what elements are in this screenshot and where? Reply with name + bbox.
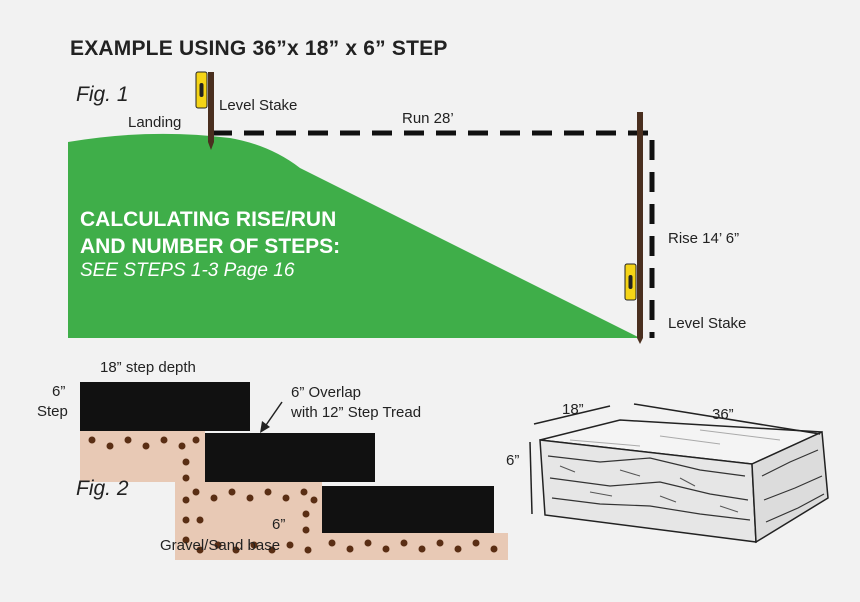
level-stake-bottom-label: Level Stake <box>668 315 747 332</box>
grass-slope <box>68 133 640 338</box>
landing-label: Landing <box>128 114 182 131</box>
calc-heading: CALCULATING RISE/RUN AND NUMBER OF STEPS… <box>80 206 340 260</box>
level-stake-top <box>195 71 214 150</box>
block-height-label: 6” <box>506 452 520 469</box>
gravel-sand-base-label: Gravel/Sand base <box>160 537 281 554</box>
fig1-label: Fig. 1 <box>76 83 129 106</box>
step-height-value: 6” <box>52 383 66 400</box>
block-length-label: 36” <box>712 406 734 423</box>
overlap-label-line2: with 12” Step Tread <box>291 404 422 421</box>
step-block-1 <box>80 382 250 431</box>
stone-block-illustration <box>539 419 829 544</box>
step-block-3 <box>322 486 494 533</box>
block-height-dim-line <box>529 441 533 515</box>
fig2-label: Fig. 2 <box>76 477 129 500</box>
step-height-word: Step <box>37 403 68 420</box>
block-depth-label: 18” <box>562 401 584 418</box>
level-stake-bottom <box>624 112 643 344</box>
overlap-label-line1: 6” Overlap <box>291 384 362 401</box>
block-length-dim-line <box>633 403 821 435</box>
rise-label: Rise 14’ 6” <box>668 230 740 247</box>
gravel-pebbles <box>88 436 498 554</box>
level-stake-top-label: Level Stake <box>219 97 298 114</box>
calc-subheading: SEE STEPS 1-3 Page 16 <box>80 260 295 281</box>
overlap-arrow <box>260 401 283 433</box>
page-title: EXAMPLE USING 36”x 18” x 6” STEP <box>70 37 448 60</box>
step-block-2 <box>205 433 375 482</box>
calc-heading-line2: AND NUMBER OF STEPS: <box>80 235 341 258</box>
block-depth-dim-line <box>533 405 611 425</box>
step-depth-label: 18” step depth <box>100 359 196 376</box>
base-depth-label: 6” <box>272 516 286 533</box>
run-label: Run 28’ <box>402 110 454 127</box>
calc-heading-line1: CALCULATING RISE/RUN <box>80 208 337 231</box>
